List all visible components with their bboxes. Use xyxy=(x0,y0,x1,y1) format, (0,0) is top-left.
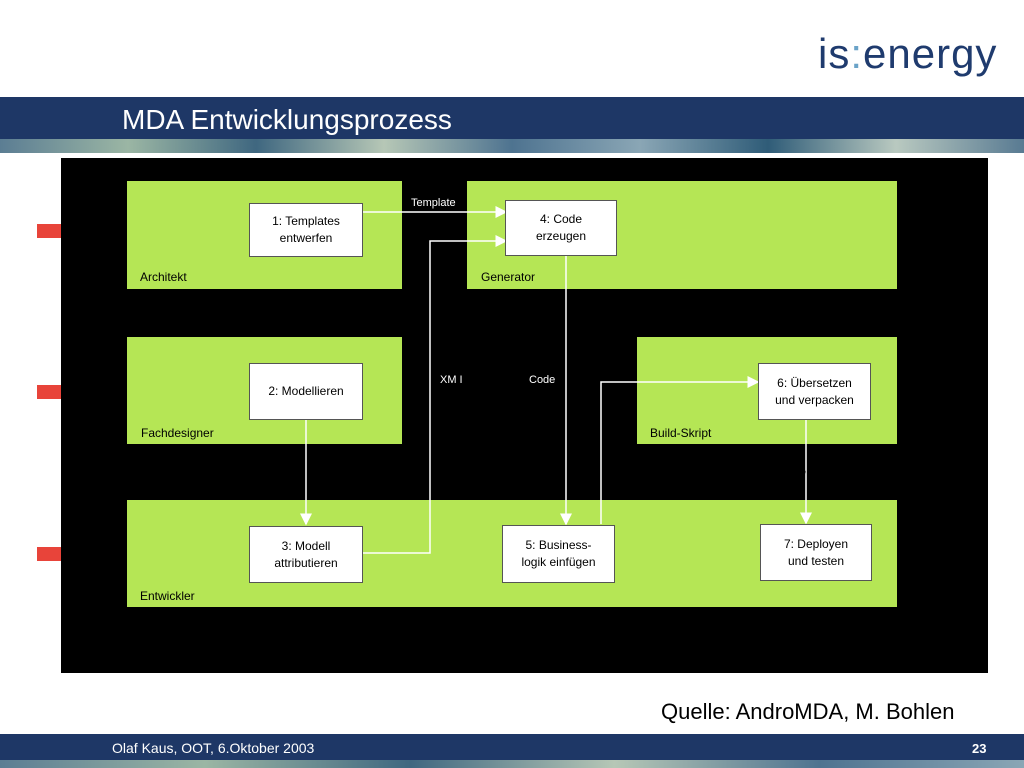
step-1-templates-entwerfen[interactable]: 1: Templates entwerfen xyxy=(249,203,363,257)
lane-label-architekt: Architekt xyxy=(140,270,187,284)
slide-title: MDA Entwicklungsprozess xyxy=(122,104,452,135)
header-photo-strip xyxy=(0,139,1024,153)
step-7-line-2: und testen xyxy=(787,553,845,568)
edge-label-xmi: XM I xyxy=(440,374,463,386)
edge-label-template: Template xyxy=(411,197,456,209)
step-3-modell-attributieren[interactable]: 3: Modell attributieren xyxy=(249,526,363,583)
step-1-line-1: 1: Templates xyxy=(272,214,340,228)
step-2-modellieren[interactable]: 2: Modellieren xyxy=(249,363,363,420)
lane-label-entwickler: Entwickler xyxy=(140,589,195,603)
edge-label-uml: UML xyxy=(310,471,334,483)
title-bar xyxy=(0,97,1024,139)
lane-label-fachdesigner: Fachdesigner xyxy=(141,426,214,440)
source-caption: Quelle: AndroMDA, M. Bohlen xyxy=(661,699,955,724)
step-4-code-erzeugen[interactable]: 4: Code erzeugen xyxy=(505,200,617,256)
step-6-uebersetzen-verpacken[interactable]: 6: Übersetzen und verpacken xyxy=(758,363,871,420)
step-5-line-1: 5: Business- xyxy=(525,538,592,552)
logo-text-right: energy xyxy=(863,30,998,77)
isenergy-logo: is:energy xyxy=(818,30,997,78)
edge-label-code: Code xyxy=(529,374,556,386)
step-3-line-2: attributieren xyxy=(274,555,338,570)
step-2-line-1: 2: Modellieren xyxy=(268,384,344,398)
footer-author-date: Olaf Kaus, OOT, 6.Oktober 2003 xyxy=(112,740,315,756)
step-1-line-2: entwerfen xyxy=(279,231,333,245)
step-5-line-2: logik einfügen xyxy=(521,555,596,569)
step-4-line-1: 4: Code xyxy=(539,212,583,226)
logo-text-left: is xyxy=(818,30,851,77)
footer-photo-strip xyxy=(0,760,1024,768)
footer-bar xyxy=(0,734,1024,760)
step-7-line-1: 7: Deployen xyxy=(783,536,849,551)
step-3-line-1: 3: Modell xyxy=(281,538,331,553)
logo-colon: : xyxy=(850,30,864,77)
edge-label-komponenten: Komponenten, DB-Skripten, etc. xyxy=(735,463,893,475)
step-4-line-2: erzeugen xyxy=(535,229,587,243)
step-6-line-1: 6: Übersetzen xyxy=(777,375,852,390)
lane-label-generator: Generator xyxy=(481,270,536,284)
step-6-line-2: und verpacken xyxy=(775,392,854,407)
page-number: 23 xyxy=(972,741,987,756)
step-5-businesslogik-einfuegen[interactable]: 5: Business- logik einfügen xyxy=(502,525,615,583)
step-7-deployen-testen[interactable]: 7: Deployen und testen xyxy=(760,524,872,581)
lane-label-build-skript: Build-Skript xyxy=(650,426,712,440)
